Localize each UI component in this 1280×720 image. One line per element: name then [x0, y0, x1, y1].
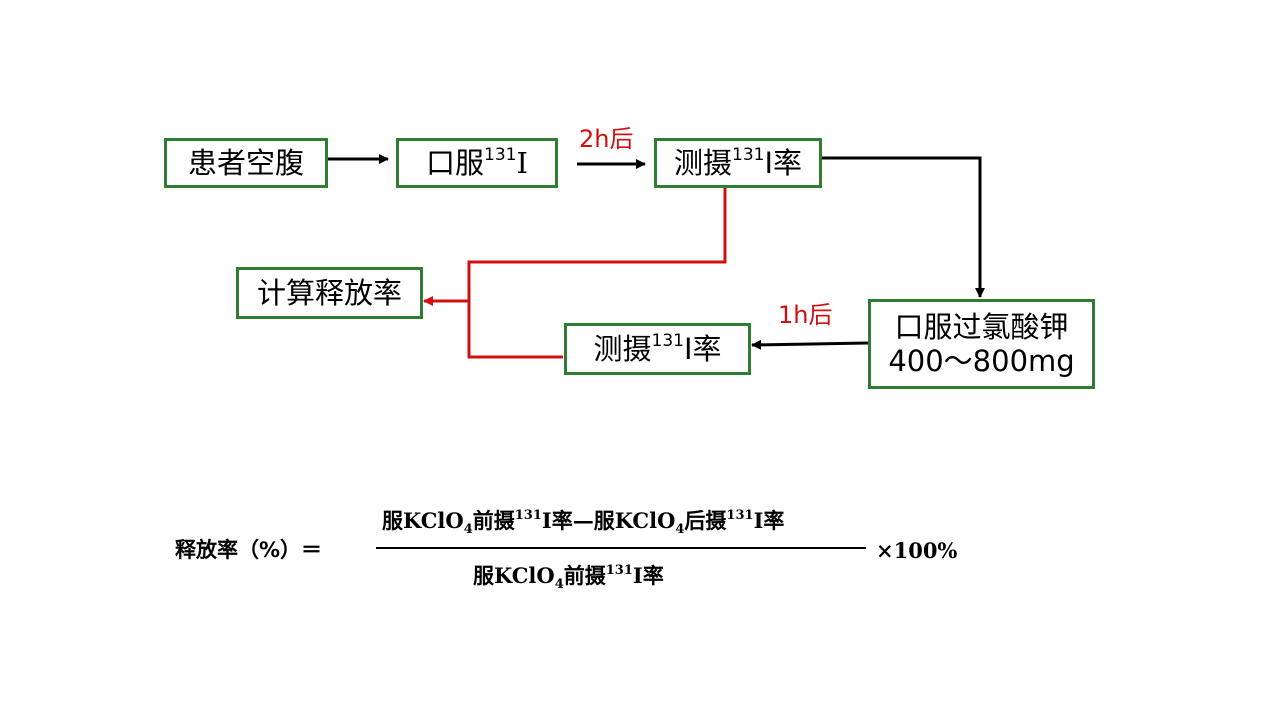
formula-den-sup1: 131 [605, 563, 633, 578]
formula-num-sub1: 4 [463, 522, 473, 537]
formula-fraction-bar [376, 547, 866, 549]
node-oral-i131-sup: 131 [484, 144, 517, 165]
node-measure-1-suffix: I率 [764, 145, 803, 180]
formula-den-part2: 前摄 [563, 563, 606, 588]
node-measure-2-sup: 131 [651, 330, 684, 351]
formula-numerator: 服KClO4前摄131I率—服KClO4后摄131I率 [382, 508, 785, 536]
node-fasting-label: 患者空腹 [187, 145, 304, 180]
formula-num-sup2: 131 [726, 508, 754, 523]
node-measure-2-label: 测摄131I率 [593, 332, 721, 366]
node-calc-release-rate: 计算释放率 [236, 267, 423, 319]
formula-lhs: 释放率（%）＝ [175, 538, 323, 562]
node-measure-2-suffix: I率 [683, 331, 722, 366]
node-measure-1-label: 测摄131I率 [674, 146, 802, 180]
formula-num-sub2: 4 [675, 522, 685, 537]
edge-label-2h: 2h后 [579, 125, 634, 153]
node-measure-2: 测摄131I率 [564, 323, 751, 375]
formula-den-part3: I率 [632, 563, 664, 588]
node-perchlorate-line2: 400～800mg [888, 344, 1075, 378]
red-line-measure1-down [467, 188, 727, 300]
node-perchlorate: 口服过氯酸钾 400～800mg [868, 299, 1095, 389]
node-oral-i131-label: 口服131I [426, 146, 528, 180]
arrow-perchlorate-to-measure2 [751, 339, 869, 350]
node-calc-release-rate-label: 计算释放率 [256, 275, 402, 310]
node-fasting: 患者空腹 [164, 138, 328, 188]
node-measure-1-prefix: 测摄 [673, 145, 732, 180]
node-oral-i131: 口服131I [396, 138, 558, 188]
formula-num-part3: I率—服KClO [541, 508, 676, 533]
formula-multiplier: ×100% [876, 538, 958, 563]
formula-num-part5: I率 [753, 508, 785, 533]
node-measure-1-sup: 131 [732, 144, 765, 165]
formula-num-sup1: 131 [514, 508, 542, 523]
formula-num-part2: 前摄 [472, 508, 515, 533]
node-perchlorate-line1: 口服过氯酸钾 [894, 309, 1069, 344]
node-oral-i131-suffix: I [516, 145, 528, 180]
formula-denominator: 服KClO4前摄131I率 [473, 563, 664, 591]
arrow-measure1-to-perchlorate [822, 156, 985, 298]
formula-den-sub1: 4 [554, 577, 564, 592]
node-measure-1: 测摄131I率 [654, 138, 822, 188]
node-measure-2-prefix: 测摄 [593, 331, 652, 366]
formula-num-part1: 服KClO [382, 508, 464, 533]
edge-label-1h: 1h后 [778, 301, 833, 329]
formula-num-part4: 后摄 [684, 508, 727, 533]
node-oral-i131-prefix: 口服 [426, 145, 485, 180]
red-line-measure2-left [467, 300, 563, 359]
formula-den-part1: 服KClO [473, 563, 555, 588]
